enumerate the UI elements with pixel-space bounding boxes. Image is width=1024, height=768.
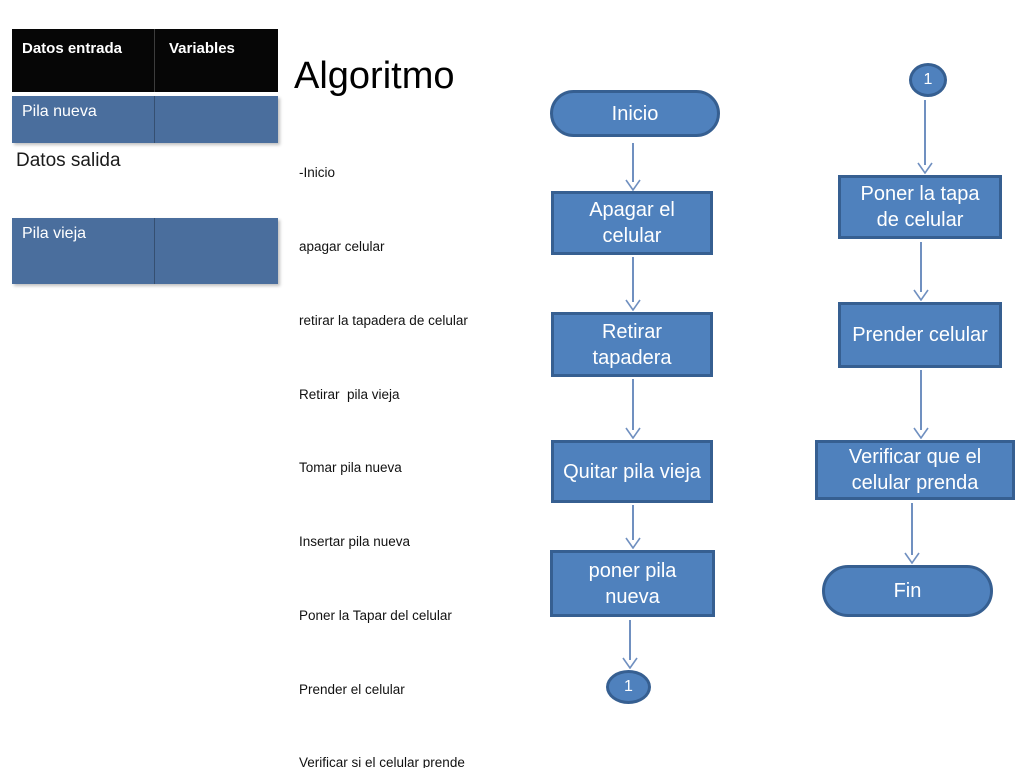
algorithm-step: -Inicio xyxy=(299,165,336,181)
table-header: Datos entrada Variables xyxy=(12,29,278,92)
algorithm-step: Prender el celular xyxy=(299,681,405,697)
flow-arrow-down xyxy=(624,257,642,311)
datos-salida-label: Datos salida xyxy=(16,150,121,171)
flow-arrow-down xyxy=(624,379,642,439)
table-header-datos-entrada: Datos entrada xyxy=(22,40,123,57)
table-cell-value xyxy=(154,96,278,143)
flow-arrow-down xyxy=(903,503,921,564)
flow-node-inicio: Inicio xyxy=(550,90,720,137)
flow-arrow-down xyxy=(624,505,642,549)
algorithm-steps: -Inicio apagar celular retirar la tapade… xyxy=(299,112,468,768)
table-cell-value xyxy=(154,218,278,284)
algorithm-step: Tomar pila nueva xyxy=(299,460,402,476)
table-cell-label: Pila vieja xyxy=(22,225,87,242)
flow-arrow-down xyxy=(912,242,930,301)
flow-arrow-down xyxy=(912,370,930,439)
flow-node-retirar-tapadera: Retirar tapadera xyxy=(551,312,713,377)
flow-connector-1-left: 1 xyxy=(606,670,651,704)
table-header-variables: Variables xyxy=(154,29,278,92)
algorithm-step: apagar celular xyxy=(299,238,385,254)
table-cell-label: Pila nueva xyxy=(22,103,97,120)
table-row-pila-vieja: Pila vieja xyxy=(12,218,278,284)
algorithm-step: Verificar si el celular prende xyxy=(299,755,465,768)
algorithm-step: Poner la Tapar del celular xyxy=(299,607,452,623)
flow-arrow-down xyxy=(916,100,934,174)
algorithm-step: Retirar pila vieja xyxy=(299,386,400,402)
flow-connector-1-right: 1 xyxy=(909,63,947,97)
flow-node-quitar-pila-vieja: Quitar pila vieja xyxy=(551,440,713,503)
flow-node-fin: Fin xyxy=(822,565,993,617)
algorithm-step: retirar la tapadera de celular xyxy=(299,312,468,328)
algorithm-step: Insertar pila nueva xyxy=(299,534,411,550)
flow-node-prender-celular: Prender celular xyxy=(838,302,1002,368)
flow-node-verificar-prenda: Verificar que el celular prenda xyxy=(815,440,1015,500)
algorithm-title: Algoritmo xyxy=(294,55,455,97)
flow-node-poner-tapa: Poner la tapa de celular xyxy=(838,175,1002,239)
flow-node-poner-pila-nueva: poner pila nueva xyxy=(550,550,715,617)
flow-node-apagar-celular: Apagar el celular xyxy=(551,191,713,255)
table-row-pila-nueva: Pila nueva xyxy=(12,96,278,143)
flow-arrow-down xyxy=(621,620,639,669)
flow-arrow-down xyxy=(624,143,642,191)
